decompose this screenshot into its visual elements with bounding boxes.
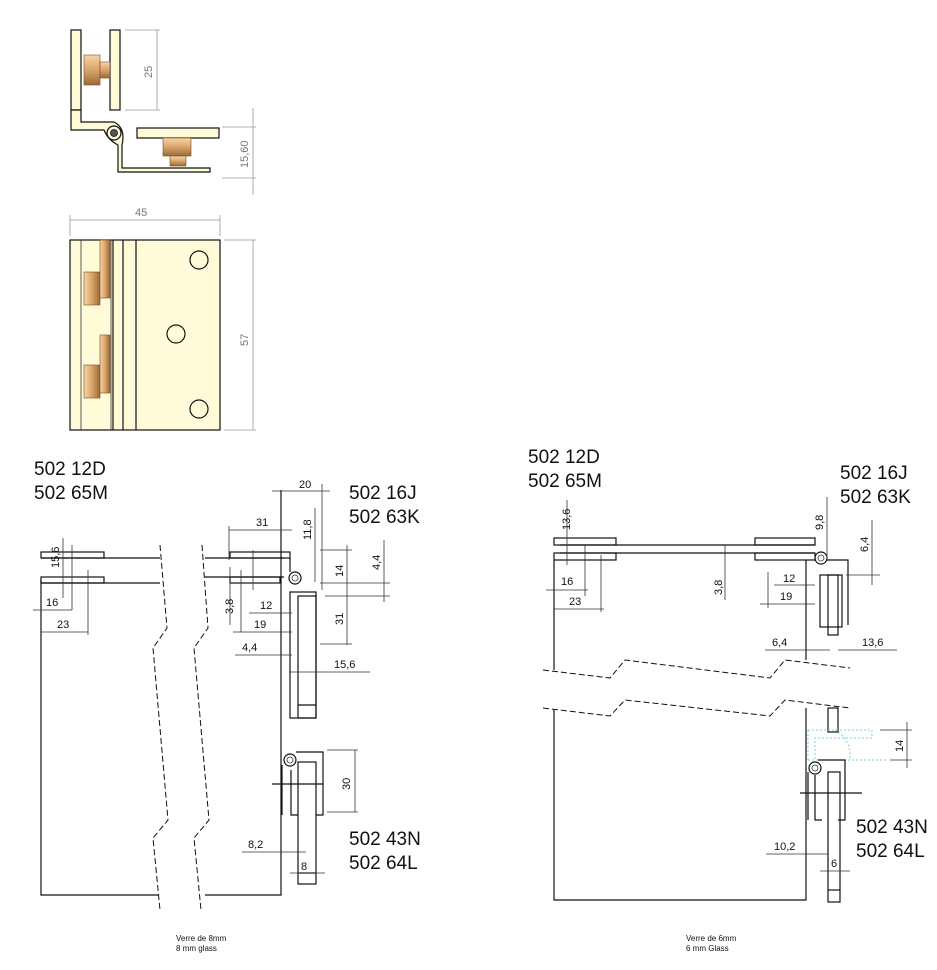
dim-23: 23 (57, 619, 69, 631)
assembly-8mm-glass: 502 12D 502 65M 502 16J 502 63K 502 43N … (33, 459, 421, 953)
dim-8-2: 8,2 (248, 839, 263, 851)
assembly-6mm-glass: 502 12D 502 65M 502 16J 502 63K 502 43N … (528, 447, 928, 953)
dim-19: 19 (254, 619, 266, 631)
dim-23: 23 (569, 596, 581, 608)
dim-9-8: 9,8 (814, 515, 826, 530)
ref-502-64L: 502 64L (856, 841, 925, 862)
dim-31: 31 (256, 517, 268, 529)
caption-line1: Verre de 6mm (686, 934, 737, 943)
dim-11-8: 11,8 (302, 519, 314, 540)
dim-15-60: 15,60 (239, 140, 251, 168)
ref-502-12D: 502 12D (34, 459, 106, 480)
dim-12: 12 (260, 600, 272, 612)
dim-6-4-v: 6,4 (859, 537, 871, 552)
dim-4-4-v: 4,4 (371, 555, 383, 570)
dim-19: 19 (780, 591, 792, 603)
dim-8: 8 (301, 861, 307, 873)
ref-502-43N: 502 43N (349, 829, 421, 850)
hinge-top-view: 25 15,60 (70, 29, 256, 195)
dim-25: 25 (143, 66, 155, 78)
hinge-front-view: 45 57 (69, 207, 256, 431)
ref-502-64L: 502 64L (349, 853, 418, 874)
ref-502-65M: 502 65M (528, 471, 602, 492)
ref-502-65M: 502 65M (34, 483, 108, 504)
dim-3-8: 3,8 (713, 580, 725, 595)
dim-45: 45 (135, 207, 147, 219)
caption-line2: 8 mm glass (176, 944, 217, 953)
dim-16: 16 (561, 576, 573, 588)
dim-4-4-h: 4,4 (242, 642, 257, 654)
dim-15-6-h: 15,6 (334, 659, 355, 671)
ref-502-43N: 502 43N (856, 817, 928, 838)
ref-502-63K: 502 63K (840, 487, 911, 508)
dim-13-6-h: 13,6 (862, 637, 883, 649)
dim-10-2: 10,2 (774, 841, 795, 853)
dim-13-6: 13,6 (561, 509, 573, 530)
dim-3-8: 3,8 (224, 599, 236, 614)
ref-502-63K: 502 63K (349, 507, 420, 528)
dim-6-4-h: 6,4 (772, 637, 787, 649)
ref-502-16J: 502 16J (840, 463, 908, 484)
dim-15-6: 15,6 (50, 547, 62, 568)
dim-12: 12 (783, 573, 795, 585)
dim-16: 16 (46, 597, 58, 609)
caption-line2: 6 mm Glass (686, 944, 729, 953)
dim-14: 14 (334, 565, 346, 577)
ref-502-12D: 502 12D (528, 447, 600, 468)
dim-30: 30 (341, 778, 353, 790)
dim-6: 6 (831, 858, 837, 870)
ref-502-16J: 502 16J (349, 483, 417, 504)
dim-20: 20 (299, 479, 311, 491)
caption-line1: Verre de 8mm (176, 934, 227, 943)
dim-31-v: 31 (334, 613, 346, 625)
dim-57: 57 (239, 334, 251, 346)
dim-14: 14 (894, 740, 906, 752)
